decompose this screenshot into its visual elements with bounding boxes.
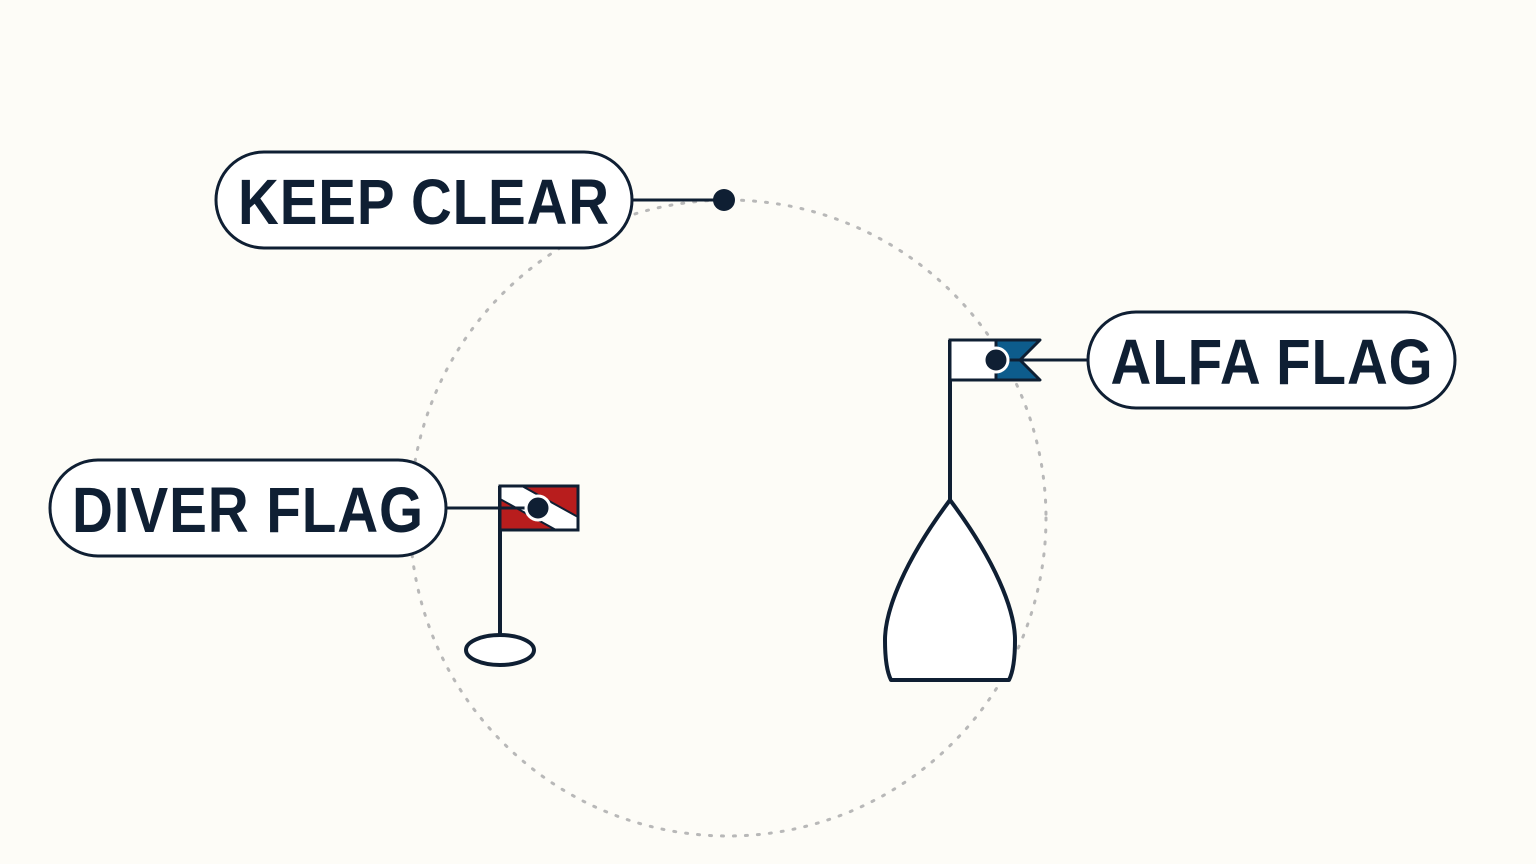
- keep-clear-label: KEEP CLEAR: [238, 166, 610, 238]
- keep-clear-marker-dot: [713, 189, 735, 211]
- keep-clear-callout: KEEP CLEAR: [214, 150, 735, 250]
- diver-flag-float: [464, 633, 536, 667]
- alfa-flag-callout: ALFA FLAG: [1086, 310, 1457, 410]
- alfa-flag-pill: [1086, 310, 1457, 410]
- alfa-flag-buoy: [883, 338, 1088, 682]
- keep-clear-pill: [214, 150, 634, 250]
- diver-flag-callout: DIVER FLAG: [48, 458, 448, 558]
- buoy-body: [883, 498, 1017, 682]
- diver-flag-stripe-edge-top: [521, 485, 579, 518]
- alfa-flag-marker-dot: [982, 346, 1010, 374]
- diver-flag-marker: [446, 484, 580, 667]
- diver-flag-marker-dot: [524, 494, 552, 522]
- alfa-flag-label: ALFA FLAG: [1111, 326, 1434, 398]
- diver-flag-pill: [48, 458, 448, 558]
- diver-flag-label: DIVER FLAG: [72, 474, 424, 546]
